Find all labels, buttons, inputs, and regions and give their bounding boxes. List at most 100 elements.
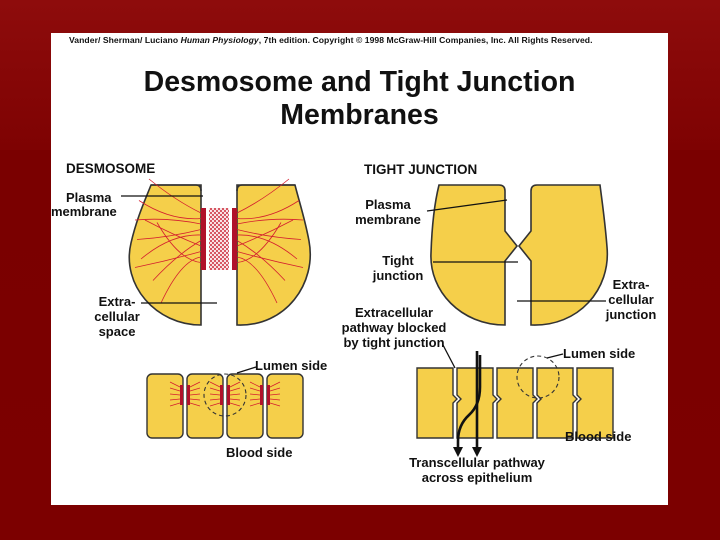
credit-authors: Vander/ Sherman/ Luciano (69, 35, 181, 45)
desmosome-right-plaque (232, 208, 237, 270)
small-keratin-filament (249, 387, 261, 392)
label-extracellular-2: cellular (94, 309, 140, 324)
small-desmosome-plaque (260, 385, 263, 405)
small-keratin-filament (189, 381, 201, 388)
tj-epithelial-cell-1 (416, 367, 458, 439)
label-lumen-side-des: Lumen side (255, 358, 328, 373)
small-keratin-filament (249, 381, 261, 388)
label-pathway-blocked-1: Extracellular (354, 305, 434, 320)
small-keratin-filament (229, 402, 241, 407)
label-extracellular-junction-2: cellular (608, 292, 654, 307)
keratin-filament (236, 222, 282, 263)
label-extracellular-junction-3: junction (605, 307, 657, 322)
small-keratin-filament (169, 381, 181, 388)
keratin-filament (236, 234, 298, 260)
keratin-filament (236, 200, 300, 220)
keratin-filament (156, 222, 202, 263)
keratin-filament (236, 256, 278, 304)
desmosome-heading: DESMOSOME (66, 161, 156, 176)
small-keratin-filament (229, 393, 241, 396)
small-keratin-filament (189, 393, 201, 396)
epithelial-cell-4 (266, 373, 304, 439)
desmosome-cells (128, 184, 311, 326)
keratin-filament (236, 178, 290, 214)
small-keratin-filament (249, 398, 261, 401)
small-keratin-filament (229, 398, 241, 401)
small-keratin-filament (189, 402, 201, 407)
desmosome-zoom-circle (203, 373, 247, 417)
keratin-filament (160, 256, 202, 304)
label-tight-junction-2: junction (372, 268, 424, 283)
small-keratin-filament (169, 387, 181, 392)
tj-left-cell (430, 184, 519, 326)
leader-lumen-side-des (236, 366, 257, 374)
keratin-filament (236, 219, 294, 247)
label-transcellular-1: Transcellular pathway (409, 455, 545, 470)
small-keratin-filament (169, 402, 181, 407)
leader-plasma-membrane-tj (426, 199, 508, 212)
keratin-filament (236, 218, 304, 225)
label-blood-side-des: Blood side (226, 445, 293, 460)
tj-zoom-circle (516, 355, 560, 399)
small-desmosome-plaque (227, 385, 230, 405)
tj-epithelial-cell-5 (576, 367, 614, 439)
label-plasma-des-1: Plasma (66, 190, 112, 205)
epithelial-cell-3 (226, 373, 264, 439)
small-desmosome-plaque (180, 385, 183, 405)
small-keratin-filament (209, 402, 221, 407)
tj-epithelial-cell-3 (496, 367, 538, 439)
small-keratin-filament (209, 381, 221, 388)
junction-diagram (121, 178, 614, 457)
figure-panel: Vander/ Sherman/ Luciano Human Physiolog… (51, 33, 668, 505)
tj-right-cell (517, 184, 609, 326)
leader-pathway-blocked (442, 344, 456, 369)
small-desmosome-plaque (187, 385, 190, 405)
transcellular-pathway-arrows (453, 351, 482, 457)
desmosome-left-cell (128, 184, 202, 326)
small-keratin-filament (229, 381, 241, 388)
desmosome-intercellular-linkers (209, 208, 229, 270)
epithelial-cell-2 (186, 373, 224, 439)
label-extracellular-1: Extra- (98, 294, 136, 309)
label-blood-side-tj: Blood side (565, 429, 632, 444)
small-keratin-filament (209, 398, 221, 401)
credit-rights: , 7th edition. Copyright © 1998 McGraw-H… (258, 35, 593, 45)
credit-book-title: Human Physiology (180, 35, 259, 45)
label-plasma-des-2: membrane (51, 204, 117, 219)
figure-title-line-1: Desmosome and Tight Junction (143, 66, 576, 98)
keratin-filament (148, 178, 202, 214)
label-tight-junction-1: Tight (382, 253, 414, 268)
keratin-filament (236, 229, 302, 240)
small-desmosome-plaque (267, 385, 270, 405)
keratin-filament (134, 251, 202, 268)
small-keratin-filament (269, 381, 281, 388)
desmosome-right-cell (236, 184, 311, 326)
tj-epithelial-cell-4 (536, 367, 578, 439)
small-keratin-filament (169, 398, 181, 401)
transcellular-arrow-left (456, 355, 482, 448)
label-plasma-tj-1: Plasma (365, 197, 411, 212)
label-plasma-tj-2: membrane (355, 212, 421, 227)
keratin-filament (138, 200, 202, 220)
desmosome-left-plaque (201, 208, 206, 270)
small-keratin-filament (269, 402, 281, 407)
label-pathway-blocked-2: pathway blocked (341, 320, 447, 335)
tight-junction-heading: TIGHT JUNCTION (364, 162, 478, 177)
small-keratin-filament (269, 393, 281, 396)
desmosome-epithelium (146, 373, 304, 439)
label-transcellular-2: across epithelium (421, 470, 533, 485)
tj-epithelium (416, 367, 614, 439)
label-extracellular-3: space (98, 324, 136, 339)
small-keratin-filament (169, 393, 181, 396)
desmosome-keratin-filaments (134, 178, 304, 304)
label-lumen-side-tj: Lumen side (563, 346, 636, 361)
keratin-filament (236, 251, 304, 268)
keratin-filament (144, 219, 202, 247)
small-keratin-filament (249, 393, 261, 396)
small-keratin-filament (269, 387, 281, 392)
keratin-filament (134, 218, 202, 225)
small-keratin-filament (209, 387, 221, 392)
figure-title-line-2: Membranes (280, 99, 439, 131)
small-keratin-filament (229, 387, 241, 392)
small-keratin-filament (209, 393, 221, 396)
